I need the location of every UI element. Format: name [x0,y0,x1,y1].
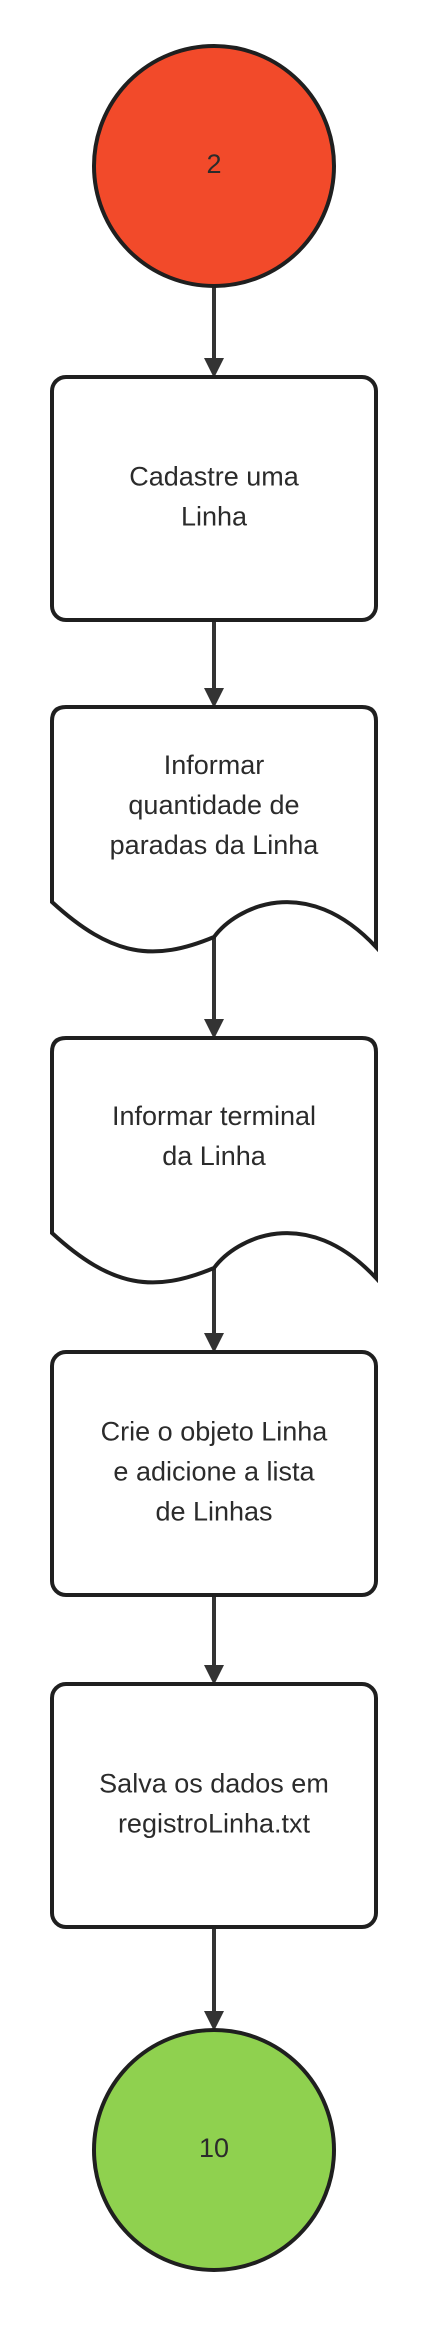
node-end: 10 [92,2028,336,2272]
terminal-label: Informar terminal da Linha [112,1101,316,1171]
node-salva: Salva os dados em registroLinha.txt [50,1682,378,1929]
start-circle [92,44,336,288]
cadastre-process-box [50,375,378,622]
terminal-label-line: da Linha [162,1141,267,1171]
paradas-label-line: Informar [164,750,265,780]
paradas-label: Informar quantidade de paradas da Linha [110,750,320,860]
salva-label: Salva os dados em registroLinha.txt [99,1769,329,1839]
paradas-label-line: quantidade de [128,790,299,820]
paradas-document-shape [50,705,378,954]
cadastre-label-line: Cadastre uma [129,462,300,492]
objeto-process-box [50,1350,378,1597]
end-circle [92,2028,336,2272]
start-label-line: 2 [206,149,221,179]
objeto-label-line: Crie o objeto Linha [101,1417,329,1447]
end-label: 10 [199,2133,229,2163]
terminal-label-line: Informar terminal [112,1101,316,1131]
objeto-label-line: de Linhas [155,1497,272,1527]
node-terminal: Informar terminal da Linha [50,1036,378,1285]
objeto-label-line: e adicione a lista [113,1457,315,1487]
salva-label-line: registroLinha.txt [118,1809,311,1839]
salva-label-line: Salva os dados em [99,1769,329,1799]
terminal-document-shape [50,1036,378,1285]
node-objeto: Crie o objeto Linha e adicione a lista de … [50,1350,378,1597]
objeto-label: Crie o objeto Linha e adicione a lista de … [101,1417,329,1527]
node-paradas: Informar quantidade de paradas da Linha [50,705,378,954]
paradas-label-line: paradas da Linha [110,830,320,860]
start-label: 2 [206,149,221,179]
salva-process-box [50,1682,378,1929]
end-label-line: 10 [199,2133,229,2163]
node-start: 2 [92,44,336,288]
cadastre-label-line: Linha [181,502,248,532]
